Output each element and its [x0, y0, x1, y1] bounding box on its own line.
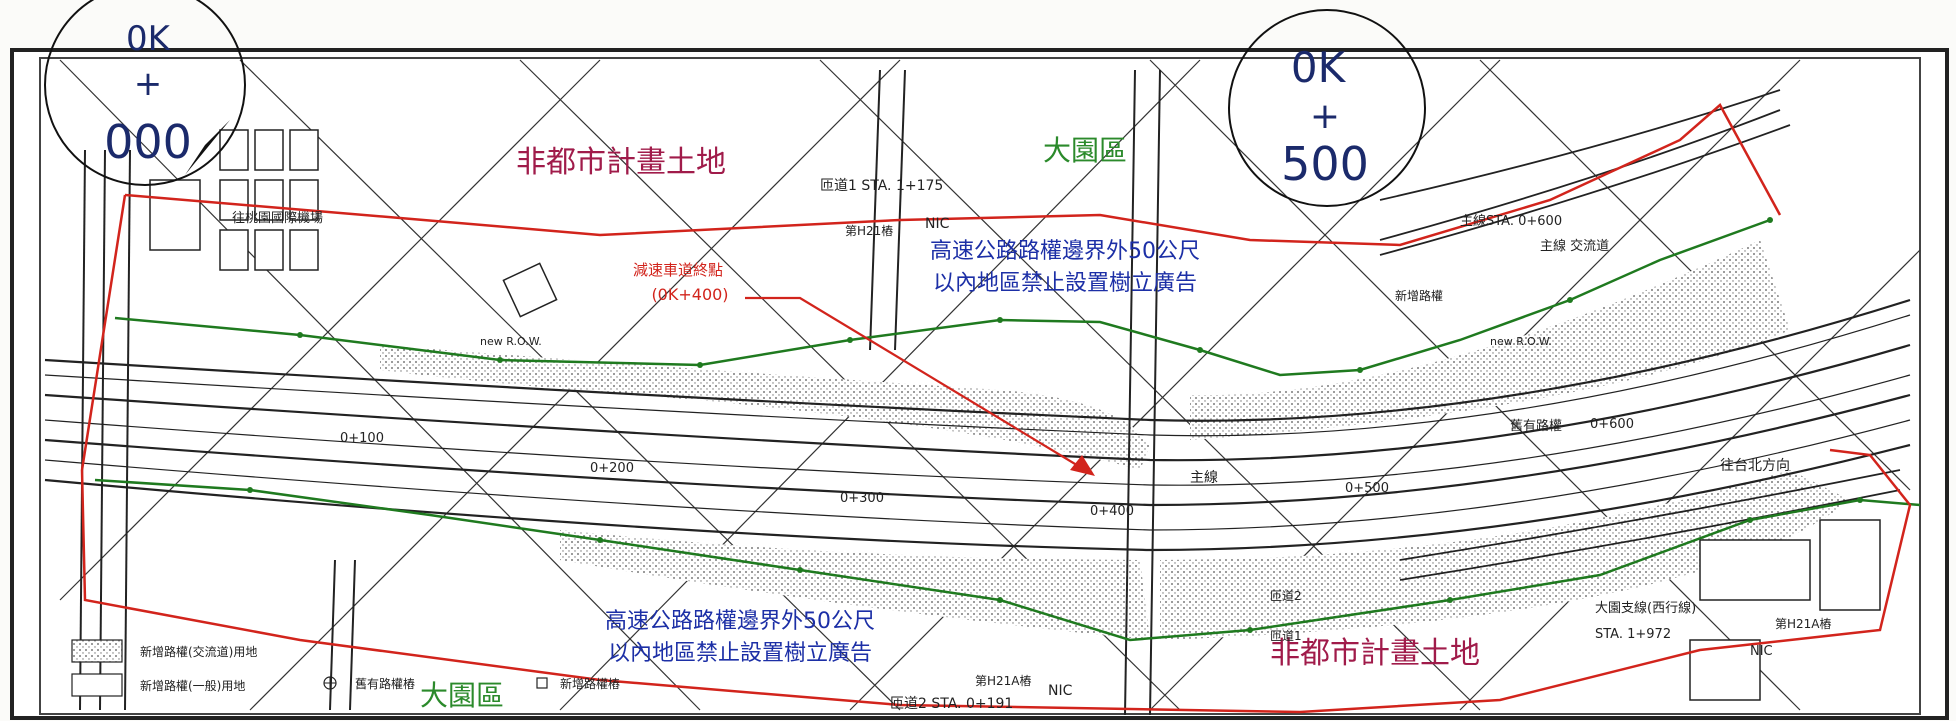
- label-non-urban-bottom: 非都市計畫土地: [1270, 636, 1480, 671]
- label-pile-right: 第H21A樁: [1775, 617, 1832, 631]
- label-to-taipei: 往台北方向: [1720, 458, 1790, 474]
- marker-mid-plus: +: [1310, 96, 1340, 137]
- label-pile-top: 第H21樁: [845, 224, 893, 238]
- label-main-line: 主線: [1190, 470, 1218, 486]
- buildings: [149, 129, 1881, 701]
- callout-leader: [745, 296, 1086, 471]
- label-mainline-sta: 主線STA. 0+600: [1460, 213, 1562, 229]
- label-existing-row: 舊有路權: [1510, 418, 1562, 434]
- marker-mid-circle: [1228, 9, 1426, 207]
- label-non-urban-top: 非都市計畫土地: [516, 145, 726, 180]
- notice-bottom-line1: 高速公路路權邊界外50公尺: [605, 609, 875, 634]
- label-ramp1-short: 匝道1: [1270, 629, 1302, 643]
- red-boundary-bottom: [80, 448, 1912, 714]
- map-inner-frame: [39, 57, 1921, 715]
- legend-swatch-general: [71, 673, 123, 697]
- station-0400: 0+400: [1090, 504, 1134, 519]
- label-nic-top: NIC: [925, 216, 950, 232]
- notice-top-line1: 高速公路路權邊界外50公尺: [930, 239, 1200, 264]
- label-new-row-right: new R.O.W.: [1490, 335, 1552, 348]
- label-branch-sta: STA. 1+972: [1595, 627, 1671, 642]
- legend-item1: 新增路權(交流道)用地: [140, 644, 257, 659]
- marker-start-m: 000: [104, 115, 192, 169]
- station-0600: 0+600: [1590, 417, 1634, 432]
- interchange-land-bottom: [560, 530, 1150, 640]
- callout-arrowhead: [1070, 455, 1095, 476]
- red-boundary-left: [80, 194, 127, 471]
- marker-start: 0K + 000: [44, 0, 246, 186]
- green-boundary-top: [114, 218, 1771, 377]
- marker-mid-km: 0K: [1291, 43, 1347, 92]
- marker-mid-m: 500: [1281, 137, 1369, 191]
- marker-start-plus: +: [134, 64, 163, 104]
- boundary-stakes: [247, 217, 1863, 633]
- notice-top-line2: 以內地區禁止設置樹立廣告: [933, 271, 1197, 296]
- legend-item3: 舊有路權樁: [355, 676, 415, 691]
- label-nic-branch: NIC: [1750, 644, 1773, 659]
- marker-mid: 0K + 500: [1228, 9, 1426, 207]
- ramps: [1379, 89, 1901, 581]
- callout-line1: 減速車道終點: [633, 261, 723, 279]
- notice-bottom-line2: 以內地區禁止設置樹立廣告: [608, 641, 872, 666]
- label-new-road: 新增路權: [1395, 288, 1443, 303]
- label-ramp1: 匝道1 STA. 1+175: [820, 178, 943, 194]
- label-nic-bottom: NIC: [1048, 683, 1073, 699]
- red-boundary-top: [124, 103, 1782, 247]
- legend-item4: 新增路權樁: [560, 676, 620, 691]
- cross-roads: [79, 69, 1161, 716]
- marker-start-circle: [44, 0, 246, 186]
- label-pile-bottom: 第H21A樁: [975, 674, 1032, 688]
- label-district-top: 大園區: [1043, 134, 1127, 167]
- label-ramp2-short: 匝道2: [1270, 589, 1302, 603]
- station-0200: 0+200: [590, 461, 634, 476]
- legend-swatch-interchange: [71, 639, 123, 663]
- legend-new-stake-icon: [536, 677, 548, 689]
- label-new-row-left: new R.O.W.: [480, 335, 542, 348]
- label-ramp2: 匝道2 STA. 0+191: [890, 696, 1013, 712]
- interchange-land-right: [1190, 240, 1790, 440]
- station-0300: 0+300: [840, 491, 884, 506]
- label-airport: 往桃園國際機場: [232, 211, 323, 226]
- label-branch: 大園支線(西行線): [1595, 600, 1696, 616]
- station-0100: 0+100: [340, 431, 384, 446]
- label-district-bottom: 大園區: [420, 679, 504, 712]
- marker-start-km: 0K: [126, 19, 172, 59]
- highway-lanes: [44, 298, 1911, 552]
- station-0500: 0+500: [1345, 481, 1389, 496]
- legend: 新增路權(交流道)用地 新增路權(一般)用地 舊有路權樁 新增路權樁: [71, 639, 620, 697]
- callout-line2: (0K+400): [651, 285, 728, 304]
- interchange-land-top: [380, 345, 1150, 470]
- label-direction-main: 主線 交流道: [1540, 238, 1609, 254]
- north-arrow-icon: [185, 120, 230, 175]
- legend-item2: 新增路權(一般)用地: [140, 678, 245, 693]
